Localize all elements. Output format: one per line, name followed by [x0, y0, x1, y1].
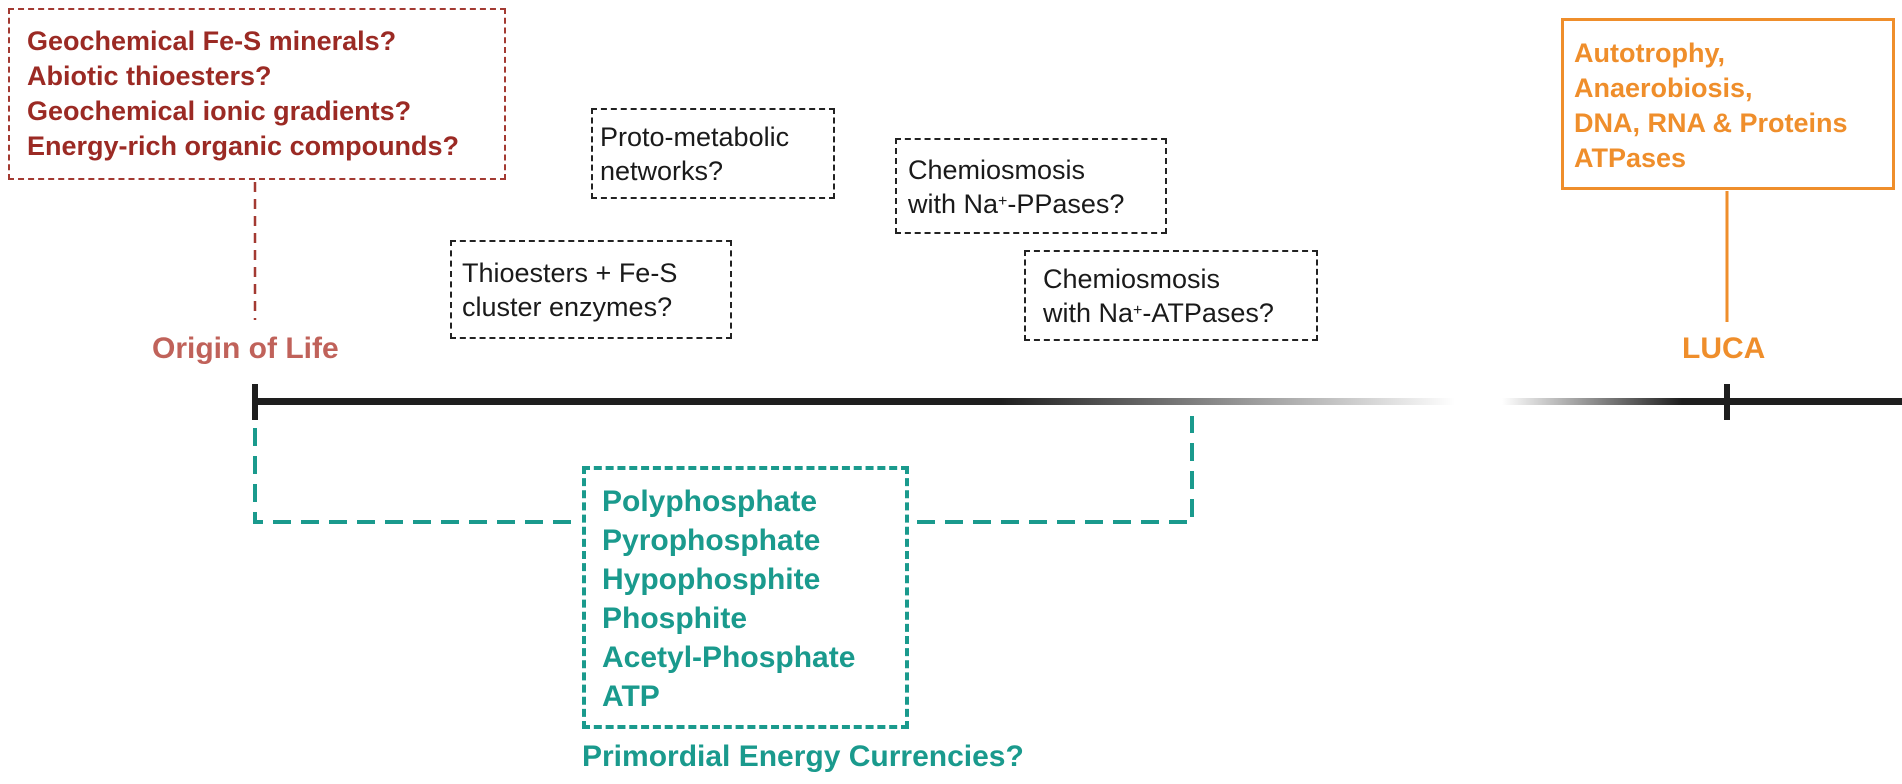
- chemi-pp-sup: +: [998, 193, 1008, 210]
- luca-tick: [1724, 384, 1730, 420]
- origin-of-life-label: Origin of Life: [152, 332, 339, 365]
- geochemical-line: Energy-rich organic compounds?: [27, 131, 460, 161]
- chemi-atp-sup: +: [1133, 302, 1143, 319]
- luca-properties-box: Autotrophy, Anaerobiosis, DNA, RNA & Pro…: [1561, 18, 1895, 190]
- energy-bracket-left: [253, 428, 576, 524]
- energy-currencies-label: Primordial Energy Currencies?: [582, 740, 1024, 773]
- luca-property-line: ATPases: [1574, 143, 1687, 173]
- luca-label: LUCA: [1682, 332, 1766, 365]
- luca-property-line: Autotrophy,: [1574, 38, 1725, 68]
- chemi-pp-line2: with Na+-PPases?: [908, 187, 1165, 221]
- thio-line: cluster enzymes?: [462, 292, 673, 322]
- thio-line: Thioesters + Fe-S: [462, 258, 678, 288]
- geochemical-line: Geochemical ionic gradients?: [27, 96, 412, 126]
- energy-item: Acetyl-Phosphate: [602, 641, 856, 674]
- energy-item: ATP: [602, 680, 660, 713]
- thioesters-box: Thioesters + Fe-S cluster enzymes?: [450, 240, 732, 339]
- energy-item: Pyrophosphate: [602, 524, 821, 557]
- geochemical-box: Geochemical Fe-S minerals? Abiotic thioe…: [8, 8, 506, 180]
- geochemical-line: Abiotic thioesters?: [27, 61, 272, 91]
- geochemical-line: Geochemical Fe-S minerals?: [27, 26, 397, 56]
- timeline-right: [1502, 398, 1902, 405]
- chemi-pp-line1: Chemiosmosis: [908, 155, 1086, 185]
- proto-line: Proto-metabolic: [600, 122, 790, 152]
- chemi-pp-suffix: -PPases?: [1007, 189, 1125, 219]
- luca-property-line: DNA, RNA & Proteins: [1574, 108, 1848, 138]
- energy-item: Polyphosphate: [602, 485, 818, 518]
- chemiosmosis-ppases-box: Chemiosmosis with Na+-PPases?: [895, 138, 1167, 234]
- timeline-left: [255, 398, 1455, 405]
- origin-tick: [252, 384, 258, 420]
- chemi-atp-suffix: -ATPases?: [1142, 298, 1274, 328]
- luca-property-line: Anaerobiosis,: [1574, 73, 1753, 103]
- chemi-atp-line1: Chemiosmosis: [1043, 264, 1221, 294]
- energy-currencies-box: Polyphosphate Pyrophosphate Hypophosphit…: [582, 466, 909, 729]
- chemiosmosis-atpases-box: Chemiosmosis with Na+-ATPases?: [1024, 250, 1318, 341]
- chemi-pp-prefix: with Na: [908, 189, 999, 219]
- chemi-atp-line2: with Na+-ATPases?: [1043, 296, 1316, 330]
- energy-bracket-right: [917, 416, 1194, 524]
- energy-item: Phosphite: [602, 602, 748, 635]
- proto-line: networks?: [600, 156, 724, 186]
- proto-metabolic-box: Proto-metabolic networks?: [591, 108, 835, 199]
- energy-item: Hypophosphite: [602, 563, 821, 596]
- chemi-atp-prefix: with Na: [1043, 298, 1134, 328]
